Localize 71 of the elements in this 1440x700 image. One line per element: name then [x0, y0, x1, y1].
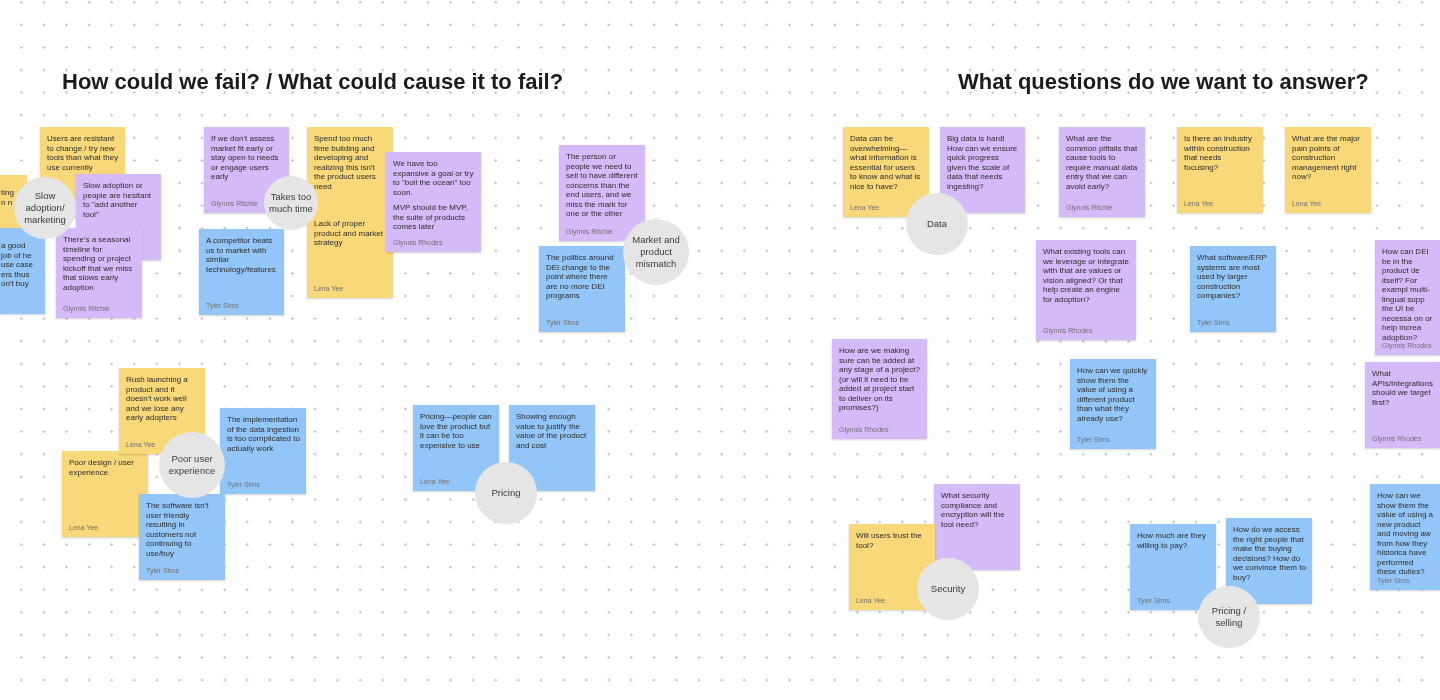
note-text: Users are resistant to change / try new tools than what they use currently	[47, 134, 119, 172]
note-text: How can DEI be in the product de itself? For exampl multi-lingual supp the UI be necessa on or help increa adoption?	[1382, 247, 1434, 342]
note-text: Big data is hard! How can we ensure quick progress given the scale of data that needs ingesting?	[947, 134, 1019, 191]
note-text: How do we access the right people that make the buying decisions? How do we convince them to buy?	[1233, 525, 1306, 582]
sticky-note	[1365, 362, 1440, 448]
note-text: The person or people we need to sell to have different concerns than the end users, and we miss the mark for one or the other	[566, 152, 639, 219]
sticky-note	[413, 405, 499, 491]
note-text: What security compliance and encryption will the tool need?	[941, 491, 1006, 529]
section-heading: How could we fail? / What could cause it to fail?	[62, 68, 564, 96]
topic-label: Poor user experience	[167, 453, 217, 477]
note-text: a good job of he use case ers thus on't buy	[1, 241, 35, 289]
note-text: We have too expansive a goal or try to "boil the ocean" too soon.	[393, 159, 475, 197]
topic-label: Security	[930, 583, 966, 595]
sticky-note	[56, 228, 142, 318]
note-text: Is there an industry within construction that needs focusing?	[1184, 134, 1254, 172]
note-text: Pricing—people can love the product but it can be too expensive to use	[420, 412, 493, 450]
sticky-note	[220, 408, 306, 494]
sticky-note	[1226, 518, 1312, 604]
note-text: What are the major pain points of construction management right now?	[1292, 134, 1362, 182]
section-heading: What questions do we want to answer?	[958, 68, 1369, 96]
sticky-note	[199, 229, 284, 315]
sticky-note	[1059, 127, 1145, 217]
topic-label: Slow adoption/ marketing	[23, 190, 67, 226]
note-text: How are we making sure can be added at any stage of a project? (or will it need to be added at project start to deliver on its promises?)	[839, 346, 921, 413]
note-text: If we don't assess market fit early or stay open to needs or engage users early	[211, 134, 280, 182]
sticky-note	[539, 246, 625, 332]
note-text: How can we show them the value of using a new product and moving aw from how they historica have performed these duties?	[1377, 491, 1434, 577]
topic-label: Data	[926, 218, 948, 230]
note-text: What are the common pitfalls that cause tools to require manual data entry that we can avoid early?	[1066, 134, 1139, 191]
note-text: Will users trust the tool?	[856, 531, 923, 550]
note-text: What APIs/Integrations should we target first?	[1372, 369, 1434, 407]
sticky-note	[843, 127, 929, 217]
topic-label: Takes too much time	[268, 191, 314, 215]
note-text: Rush launching a product and it doesn't work well and we lose any early adopters	[126, 375, 189, 423]
note-text: How can we quickly show them the value of using a different product than what they already use?	[1077, 366, 1149, 423]
sticky-note	[0, 228, 45, 314]
note-text: MVP should be MVP, the suite of products comes later	[393, 203, 469, 232]
note-text: Slow adoption or people are hesitant to "add another tool"	[83, 181, 153, 219]
note-text: Lack of proper product and market strategy	[314, 219, 384, 248]
topic-label: Market and product mismatch	[631, 234, 681, 270]
note-text: Showing enough value to justify the value of the product and cost	[516, 412, 588, 450]
sticky-note	[1375, 240, 1440, 355]
sticky-note	[934, 484, 1020, 570]
topic-label: Pricing	[491, 487, 521, 499]
sticky-note	[832, 339, 927, 439]
note-text: What software/ERP systems are most used by larger construction companies?	[1197, 253, 1268, 301]
note-text: A competitor beats us to market with similar technology/features	[206, 236, 277, 274]
note-text: The software isn't user friendly resulting in customers not continuing to use/buy	[146, 501, 210, 558]
note-text: Spend too much time building and developing and realizing this isn't the product users need	[314, 134, 377, 191]
sticky-note	[940, 127, 1025, 213]
sticky-note	[139, 494, 225, 580]
sticky-note	[1370, 484, 1440, 590]
sticky-note	[509, 405, 595, 491]
note-text: The politics around DEI change to the point where there are no more DEI programs	[546, 253, 615, 301]
note-text: The implementation of the data ingestion is too complicated to actually work	[227, 415, 300, 453]
sticky-note	[307, 212, 393, 298]
note-text: What existing tools can we leverage or integrate with that are values or vision aligned? Or that help create an engine for adoption?	[1043, 247, 1130, 304]
topic-label: Pricing / selling	[1210, 605, 1248, 629]
sticky-note	[1036, 240, 1136, 340]
note-text: Poor design / user experience	[69, 458, 135, 477]
sticky-note	[119, 368, 205, 454]
sticky-note	[1190, 246, 1276, 332]
note-text: Data can be overwhelming—what information is essential for users to know and what is nice to have?	[850, 134, 922, 191]
note-text: There's a seasonal timeline for spending or project kickoff that we miss that slows early adoption	[63, 235, 134, 292]
sticky-note	[386, 152, 481, 252]
note-text: How much are they willing to pay?	[1137, 531, 1207, 550]
sticky-note	[1070, 359, 1156, 449]
sticky-note	[62, 451, 148, 537]
sticky-note	[1177, 127, 1263, 213]
sticky-note	[1285, 127, 1371, 213]
note-text: ting n n	[1, 188, 15, 207]
